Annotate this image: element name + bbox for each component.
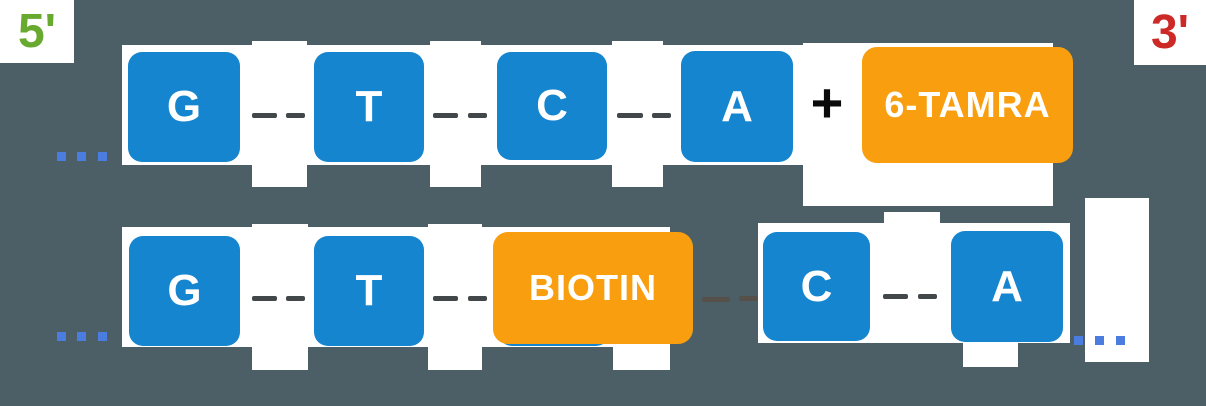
strand2-base-G: G: [129, 236, 240, 346]
backbone-dash-muted: [739, 296, 758, 301]
strand2-tab-down: [963, 343, 1018, 367]
strand2-base-C: C: [763, 232, 870, 341]
strand2-base-T: T: [314, 236, 424, 346]
tamra-tag: 6-TAMRA: [862, 47, 1073, 163]
ellipsis-dot: [57, 332, 66, 341]
plus-sign: +: [810, 70, 844, 134]
five-prime-text: 5': [17, 5, 57, 58]
strand1-base-C: C: [497, 52, 607, 160]
ellipsis-dot: [98, 152, 107, 161]
backbone-dash: [252, 296, 277, 301]
backbone-dash: [252, 113, 277, 118]
strand1-base-G: G: [128, 52, 240, 162]
backbone-dash: [433, 296, 458, 301]
backbone-dash: [286, 113, 305, 118]
strand2-right-strip: [1085, 198, 1149, 362]
strand2-tab-up: [884, 212, 940, 226]
backbone-dash: [918, 294, 937, 299]
ellipsis-dot: [57, 152, 66, 161]
strand1-base-T: T: [314, 52, 424, 162]
backbone-dash: [617, 113, 643, 118]
backbone-dash: [433, 113, 458, 118]
ellipsis-dot: [77, 332, 86, 341]
three-prime-text: 3': [1150, 6, 1190, 59]
ellipsis-dot: [1116, 336, 1125, 345]
ellipsis-dot: [1095, 336, 1104, 345]
ellipsis-dot: [77, 152, 86, 161]
backbone-dash: [286, 296, 305, 301]
biotin-tag: BIOTIN: [493, 232, 693, 344]
backbone-dash-muted: [702, 297, 730, 302]
five-prime-label: 5': [0, 0, 74, 63]
backbone-dash: [468, 113, 487, 118]
ellipsis-dot: [1074, 336, 1083, 345]
backbone-dash: [468, 296, 487, 301]
three-prime-label: 3': [1134, 0, 1206, 65]
backbone-dash: [883, 294, 908, 299]
backbone-dash: [652, 113, 671, 118]
strand2-base-A: A: [951, 231, 1063, 342]
strand1-base-A: A: [681, 51, 793, 162]
ellipsis-dot: [98, 332, 107, 341]
